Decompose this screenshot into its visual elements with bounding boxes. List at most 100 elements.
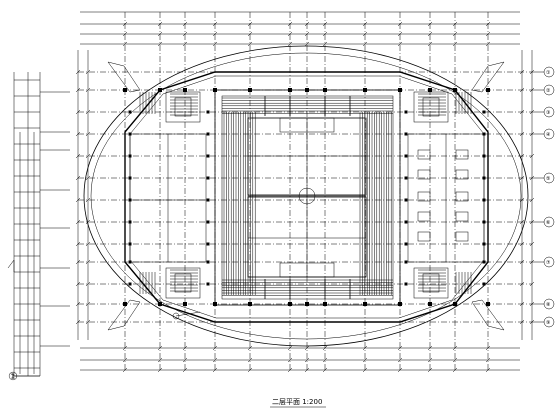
dimension-tick bbox=[452, 41, 458, 47]
column bbox=[363, 88, 367, 92]
section-mark: ① bbox=[8, 370, 18, 383]
top-dimension-lines bbox=[80, 11, 520, 47]
column bbox=[183, 302, 187, 306]
grid-marker-label: ⑥ bbox=[546, 220, 551, 226]
plan-caption: 二层平面 1:200 bbox=[272, 398, 322, 406]
dimension-tick bbox=[212, 357, 218, 363]
column bbox=[158, 88, 162, 92]
column bbox=[398, 302, 402, 306]
column bbox=[128, 260, 132, 264]
dimension-tick bbox=[322, 357, 328, 363]
grid-marker-label: ② bbox=[546, 88, 551, 94]
dimension-tick bbox=[182, 357, 188, 363]
column bbox=[404, 242, 408, 246]
column bbox=[323, 88, 327, 92]
column bbox=[323, 302, 327, 306]
column bbox=[482, 132, 486, 136]
dimension-tick bbox=[362, 41, 368, 47]
structural-columns bbox=[123, 88, 490, 306]
room-box bbox=[417, 211, 431, 222]
dimension-tick bbox=[485, 357, 491, 363]
room-box bbox=[417, 169, 431, 180]
dimension-tick bbox=[397, 41, 403, 47]
dimension-tick bbox=[322, 41, 328, 47]
key-area bbox=[279, 117, 335, 133]
column bbox=[482, 260, 486, 264]
column bbox=[213, 302, 217, 306]
dimension-tick bbox=[304, 357, 310, 363]
grid-marker-label: ③ bbox=[546, 110, 550, 116]
column bbox=[288, 302, 292, 306]
column bbox=[453, 88, 457, 92]
dimension-tick bbox=[85, 259, 91, 265]
grid-marker-label: ⑧ bbox=[546, 302, 551, 308]
dimension-tick bbox=[85, 153, 91, 159]
dimension-tick bbox=[452, 357, 458, 363]
column bbox=[482, 176, 486, 180]
column bbox=[206, 260, 210, 264]
room-box bbox=[455, 211, 469, 222]
column bbox=[428, 88, 432, 92]
column bbox=[123, 88, 127, 92]
grid-marker-label: ⑦ bbox=[546, 260, 551, 266]
column bbox=[404, 260, 408, 264]
dimension-tick bbox=[85, 131, 91, 137]
column bbox=[206, 220, 210, 224]
outer-ellipse bbox=[83, 45, 529, 347]
dimension-tick bbox=[85, 197, 91, 203]
grid-marker-label: ⑤ bbox=[546, 176, 550, 182]
column bbox=[404, 198, 408, 202]
column bbox=[428, 302, 432, 306]
dimension-tick bbox=[427, 357, 433, 363]
column bbox=[248, 302, 252, 306]
dimension-tick bbox=[247, 41, 253, 47]
column bbox=[305, 302, 309, 306]
column bbox=[482, 220, 486, 224]
seating-stands bbox=[222, 96, 393, 299]
vertical-grid-lines bbox=[124, 12, 489, 370]
dimension-tick bbox=[122, 357, 128, 363]
dimension-tick bbox=[397, 357, 403, 363]
dimension-tick bbox=[85, 69, 91, 75]
dimension-tick bbox=[85, 281, 91, 287]
column bbox=[404, 282, 408, 286]
room-box bbox=[455, 169, 469, 180]
dimension-tick bbox=[122, 41, 128, 47]
room-box bbox=[417, 149, 431, 160]
inner-ellipse bbox=[90, 52, 522, 340]
dimension-tick bbox=[85, 87, 91, 93]
annotation-marks bbox=[172, 311, 201, 320]
dimension-tick bbox=[212, 41, 218, 47]
bottom-dimension-lines bbox=[80, 345, 520, 373]
stair-hatching bbox=[139, 92, 472, 294]
column bbox=[206, 176, 210, 180]
section-leader bbox=[175, 311, 201, 317]
column bbox=[486, 88, 490, 92]
room-box bbox=[455, 191, 469, 202]
column bbox=[206, 154, 210, 158]
room-box bbox=[455, 231, 469, 242]
column bbox=[206, 282, 210, 286]
column bbox=[482, 110, 486, 114]
dimension-tick bbox=[485, 41, 491, 47]
dimension-tick bbox=[304, 41, 310, 47]
column bbox=[183, 88, 187, 92]
dimension-tick bbox=[85, 301, 91, 307]
dimension-tick bbox=[157, 357, 163, 363]
column bbox=[288, 88, 292, 92]
dimension-tick bbox=[85, 319, 91, 325]
key-area bbox=[279, 262, 335, 278]
column bbox=[128, 176, 132, 180]
dimension-tick bbox=[247, 357, 253, 363]
column bbox=[248, 88, 252, 92]
dimension-tick bbox=[157, 41, 163, 47]
column bbox=[123, 302, 127, 306]
left-section-strip bbox=[7, 72, 70, 377]
dimension-tick bbox=[85, 219, 91, 225]
column bbox=[404, 154, 408, 158]
column bbox=[128, 132, 132, 136]
column bbox=[206, 198, 210, 202]
column bbox=[206, 110, 210, 114]
